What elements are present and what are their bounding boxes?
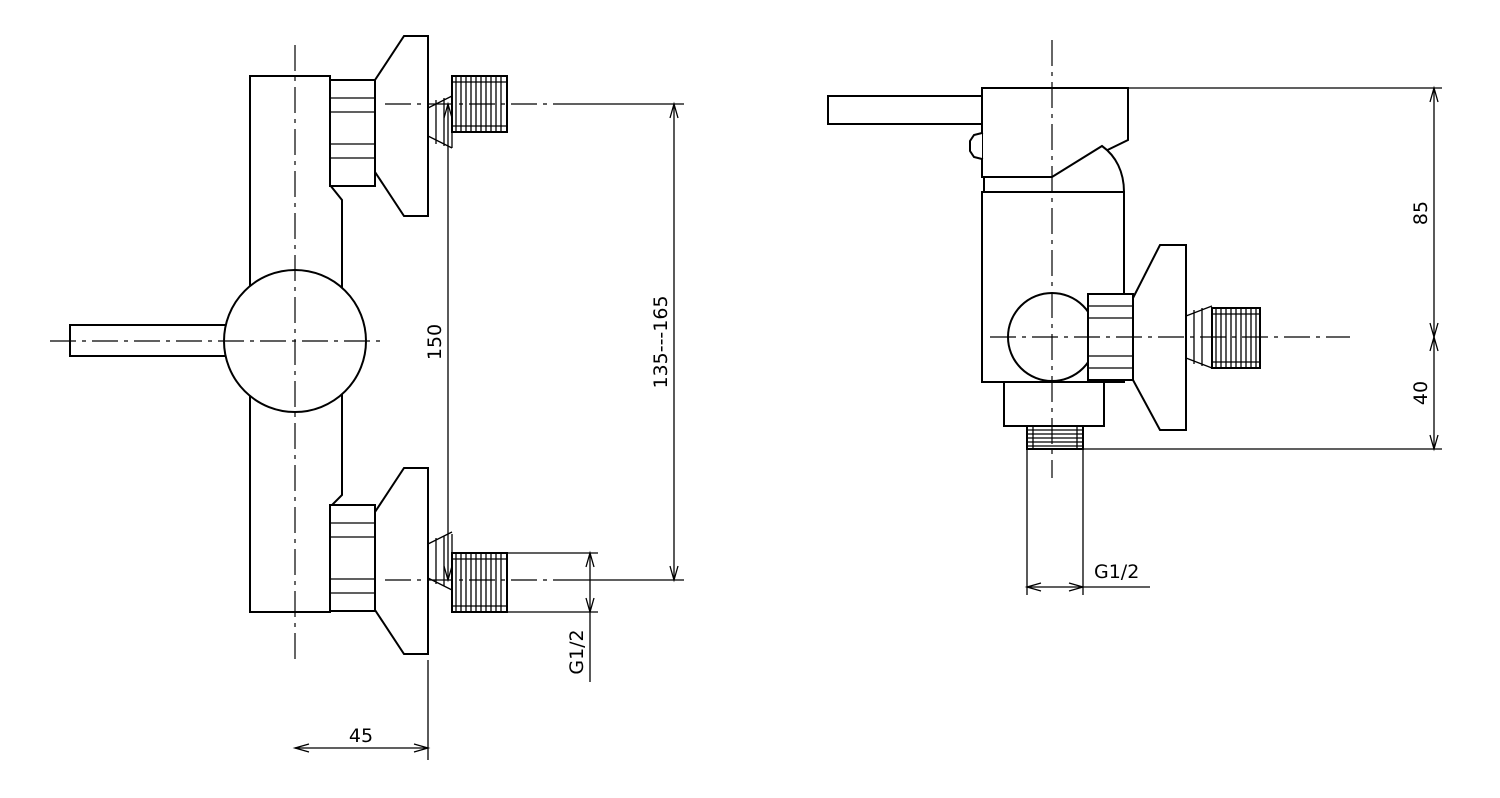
front-dim-thread-label: G1/2 [566, 629, 588, 674]
side-connector-stem [1185, 305, 1213, 369]
side-view: 85 40 G1/2 [827, 40, 1442, 595]
side-dim-40-label: 40 [1410, 381, 1432, 405]
front-dim-45: 45 [292, 660, 431, 760]
front-view: 150 135---165 G1/2 45 [50, 35, 684, 760]
side-dim-85-label: 85 [1410, 201, 1432, 225]
side-outlet-thread [1026, 425, 1084, 450]
side-lever-handle [827, 95, 983, 125]
front-lower-thread [451, 552, 508, 613]
front-dim-45-label: 45 [349, 725, 373, 747]
side-dim-40: 40 [1410, 334, 1439, 452]
side-inlet-thread [1211, 307, 1261, 369]
side-dim-thread: G1/2 [1024, 449, 1150, 595]
front-lower-escutcheon [374, 467, 429, 655]
front-dim-150: 150 [424, 101, 453, 583]
side-dim-85: 85 [1410, 85, 1439, 340]
side-lower-block [1003, 381, 1105, 427]
front-dim-thread: G1/2 [507, 550, 598, 682]
front-dim-150-label: 150 [424, 324, 446, 360]
front-dim-135-165-label: 135---165 [650, 295, 672, 388]
front-lower-stem [427, 531, 453, 591]
front-dim-135-165: 135---165 [560, 101, 684, 583]
side-diverter-button [969, 131, 984, 161]
front-lower-nut [329, 504, 376, 612]
front-upper-nut [329, 79, 376, 187]
side-dim-thread-label: G1/2 [1094, 561, 1139, 583]
front-upper-stem [427, 95, 453, 149]
front-upper-escutcheon [374, 35, 429, 217]
